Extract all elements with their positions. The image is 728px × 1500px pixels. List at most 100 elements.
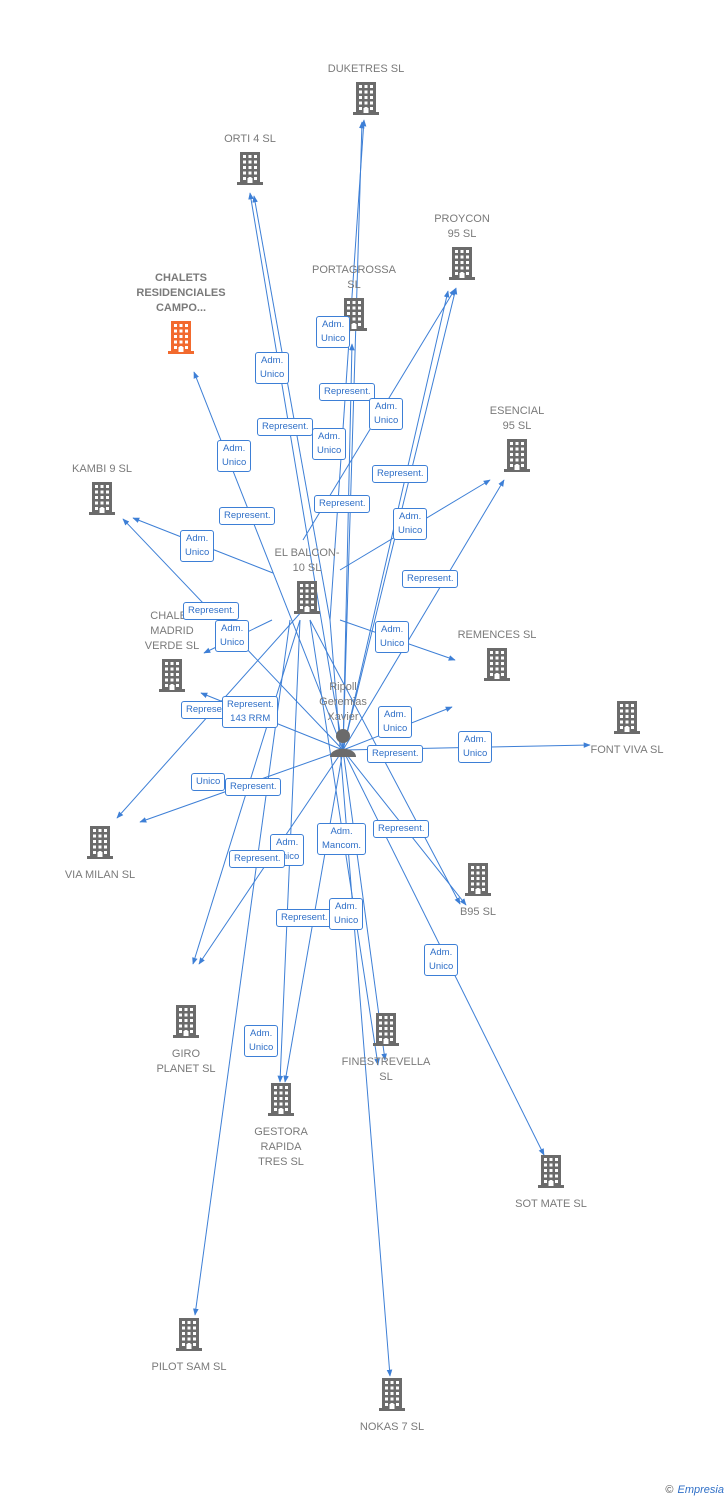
building-icon [373, 1012, 399, 1051]
relation-tag[interactable]: Represent. [319, 383, 376, 401]
relation-tag[interactable]: Adm. Unico [215, 620, 250, 652]
company-label: CHALET MADRID VERDE SL [144, 610, 200, 652]
building-icon [87, 825, 113, 864]
relation-tag[interactable]: Adm. Unico [312, 428, 347, 460]
relation-tag[interactable]: Represent. 143 RRM [222, 696, 279, 728]
building-icon [89, 481, 115, 520]
relation-tag[interactable]: Represent. [402, 570, 459, 588]
relation-tag[interactable]: Adm. Unico [255, 352, 290, 384]
company-label: EL BALCON- 10 SL [274, 547, 340, 574]
relation-tag[interactable]: Represent. [225, 778, 282, 796]
relation-tag[interactable]: Represent. [229, 850, 286, 868]
person-icon [328, 727, 358, 762]
footer-brand: ©Empresia [665, 1484, 724, 1496]
building-icon [353, 81, 379, 120]
company-label: PILOT SAM SL [151, 1361, 227, 1373]
company-node-giro[interactable]: GIRO PLANET SL [126, 1004, 246, 1077]
relation-tag[interactable]: Adm. Unico [316, 316, 351, 348]
company-node-gestora[interactable]: GESTORA RAPIDA TRES SL [221, 1082, 341, 1170]
company-node-sotmate[interactable]: SOT MATE SL [491, 1154, 611, 1212]
company-label: DUKETRES SL [327, 63, 405, 75]
company-node-kambi[interactable]: KAMBI 9 SL [42, 462, 162, 520]
company-node-chalets[interactable]: CHALETS RESIDENCIALES CAMPO... [121, 271, 241, 359]
company-label: FONT VIVA SL [590, 744, 664, 756]
relation-tag[interactable]: Adm. Unico [458, 731, 493, 763]
company-label: GESTORA RAPIDA TRES SL [254, 1126, 308, 1168]
relation-tag[interactable]: Adm. Mancom. [317, 823, 367, 855]
building-icon [504, 438, 530, 477]
person-node-center[interactable]: Ripoll Geremias Xavier [283, 680, 403, 762]
company-node-remences[interactable]: REMENCES SL [437, 628, 557, 686]
relation-tag[interactable]: Adm. Unico [180, 530, 215, 562]
building-icon [614, 700, 640, 739]
building-icon [176, 1317, 202, 1356]
company-node-chaletmadrid[interactable]: CHALET MADRID VERDE SL [112, 609, 232, 697]
building-icon [449, 246, 475, 285]
company-label: PORTAGROSSA SL [312, 264, 396, 291]
company-label: GIRO PLANET SL [156, 1048, 216, 1075]
relation-tag[interactable]: Represent. [183, 602, 240, 620]
company-node-pilotsam[interactable]: PILOT SAM SL [129, 1317, 249, 1375]
relationship-edge [342, 749, 387, 1061]
company-node-orti4[interactable]: ORTI 4 SL [190, 132, 310, 190]
building-icon [465, 862, 491, 901]
building-icon [484, 647, 510, 686]
building-icon [173, 1004, 199, 1043]
company-node-viamilan[interactable]: VIA MILAN SL [40, 825, 160, 883]
relationship-edge [342, 343, 355, 751]
relation-tag[interactable]: Adm. Unico [375, 621, 410, 653]
company-label: ORTI 4 SL [224, 133, 276, 145]
building-icon [168, 320, 194, 359]
building-icon [237, 151, 263, 190]
relation-tag[interactable]: Adm. Unico [329, 898, 364, 930]
company-node-esencial[interactable]: ESENCIAL 95 SL [457, 404, 577, 477]
relationship-edge [329, 619, 393, 1377]
relationship-edge [329, 119, 367, 621]
company-node-nokas[interactable]: NOKAS 7 SL [332, 1377, 452, 1435]
relation-tag[interactable]: Adm. Unico [424, 944, 459, 976]
company-label: FINESTREVELLA SL [341, 1056, 431, 1083]
relationship-edge [252, 195, 331, 621]
building-icon [159, 658, 185, 697]
company-node-portagrossa[interactable]: PORTAGROSSA SL [294, 263, 414, 336]
building-icon [294, 580, 320, 619]
company-label: NOKAS 7 SL [359, 1421, 425, 1433]
building-icon [268, 1082, 294, 1121]
relationship-edge [193, 619, 291, 1316]
company-label: SOT MATE SL [515, 1198, 587, 1210]
company-node-b95[interactable]: B95 SL [418, 862, 538, 920]
relation-tag[interactable]: Represent. [373, 820, 430, 838]
relation-tag[interactable]: Represent. [372, 465, 429, 483]
relation-tag[interactable]: Adm. Unico [369, 398, 404, 430]
relationship-edge [193, 371, 344, 751]
company-label: ESENCIAL 95 SL [489, 405, 545, 432]
relation-tag[interactable]: Represent. [314, 495, 371, 513]
person-label: Ripoll Geremias Xavier [319, 681, 367, 723]
relation-tag[interactable]: Adm. Unico [378, 706, 413, 738]
company-node-proycon[interactable]: PROYCON 95 SL [402, 212, 522, 285]
relation-tag[interactable]: Represent. [367, 745, 424, 763]
building-icon [538, 1154, 564, 1193]
relation-tag[interactable]: Adm. Unico [244, 1025, 279, 1057]
company-label: KAMBI 9 SL [72, 463, 132, 475]
relation-tag[interactable]: Represent. [219, 507, 276, 525]
company-node-elbalcon[interactable]: EL BALCON- 10 SL [247, 546, 367, 619]
building-icon [379, 1377, 405, 1416]
company-label: REMENCES SL [457, 629, 537, 641]
company-label: B95 SL [459, 906, 497, 918]
company-label: CHALETS RESIDENCIALES CAMPO... [136, 272, 226, 314]
relationship-edge [342, 121, 365, 751]
relation-tag[interactable]: Represent. [257, 418, 314, 436]
relationship-edge [248, 192, 344, 751]
relation-tag[interactable]: Represent. [276, 909, 333, 927]
relation-tag[interactable]: Unico [191, 773, 226, 791]
relation-tag[interactable]: Adm. Unico [393, 508, 428, 540]
relation-tag[interactable]: Adm. Unico [217, 440, 252, 472]
company-label: VIA MILAN SL [64, 869, 136, 881]
company-node-duketres[interactable]: DUKETRES SL [306, 62, 426, 120]
company-node-finestrevella[interactable]: FINESTREVELLA SL [326, 1012, 446, 1085]
company-label: PROYCON 95 SL [434, 213, 490, 240]
copyright-symbol: © [665, 1484, 674, 1496]
company-node-fontviva[interactable]: FONT VIVA SL [567, 700, 687, 758]
brand-name: Empresia [677, 1484, 724, 1496]
